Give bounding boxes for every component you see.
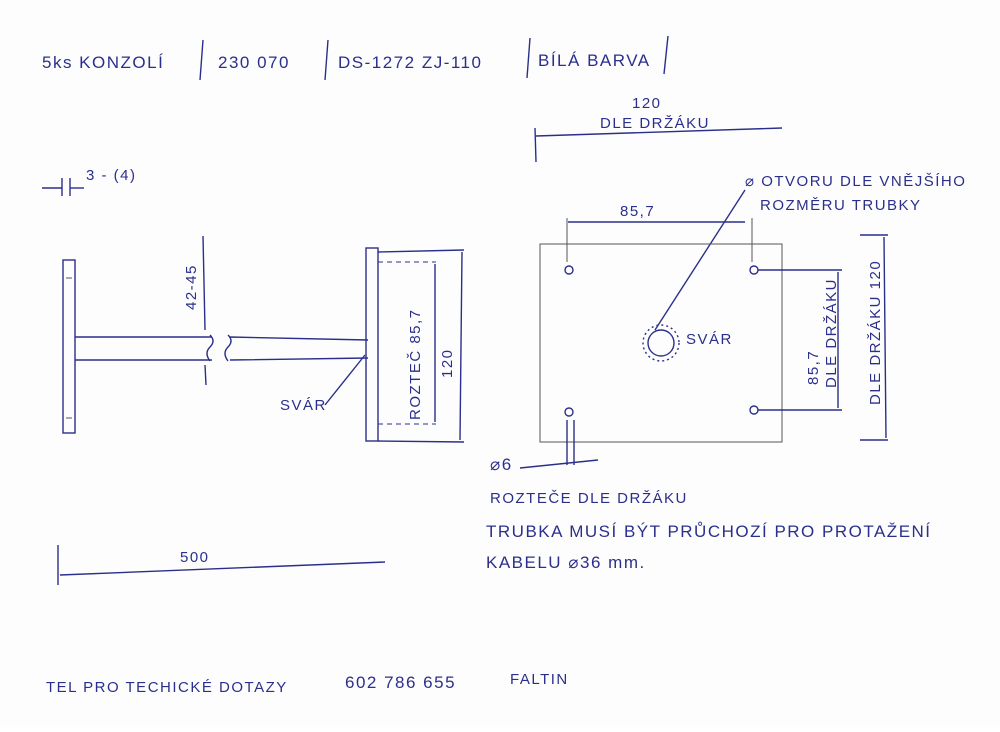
mounting-hole bbox=[749, 265, 759, 275]
center-hole bbox=[647, 329, 675, 357]
divider bbox=[663, 35, 669, 75]
hole-spacing-v-label: 85,7 bbox=[805, 350, 822, 385]
header: 5ks KONZOLÍ 230 070 DS-1272 ZJ-110 BÍLÁ … bbox=[42, 35, 669, 81]
divider bbox=[324, 39, 329, 81]
hole-spacing-label: ROZTEČ 85,7 bbox=[407, 308, 424, 420]
header-code: 230 070 bbox=[218, 53, 290, 72]
header-quantity: 5ks KONZOLÍ bbox=[42, 53, 164, 72]
hole-note-line2: ROZMĚRU TRUBKY bbox=[760, 197, 922, 214]
footer: TEL PRO TECHICKÉ DOTAZY 602 786 655 FALT… bbox=[46, 671, 569, 696]
note-line-3: KABELU ⌀36 mm. bbox=[486, 553, 646, 572]
weld-label: SVÁR bbox=[280, 397, 327, 414]
plate-width-note: DLE DRŽÁKU bbox=[600, 115, 710, 132]
divider bbox=[199, 39, 204, 81]
divider bbox=[526, 37, 531, 79]
mounting-hole bbox=[564, 265, 574, 275]
footer-phone: 602 786 655 bbox=[345, 673, 456, 692]
hole-spacing-h-label: 85,7 bbox=[620, 203, 655, 220]
note-line-2: TRUBKA MUSÍ BÝT PRŮCHOZÍ PRO PROTAŽENÍ bbox=[486, 522, 932, 541]
left-plate bbox=[62, 259, 76, 434]
header-color: BÍLÁ BARVA bbox=[538, 51, 651, 70]
side-view: 3 - (4) 42-45 ROZTEČ 85,7 120 SVÁR 500 bbox=[42, 167, 465, 585]
hole-diameter-label: ⌀6 bbox=[490, 455, 513, 474]
mounting-hole bbox=[564, 407, 574, 417]
hole-spacing-v-note: DLE DRŽÁKU bbox=[823, 278, 840, 388]
mounting-hole bbox=[749, 405, 759, 415]
weld-label-plate: SVÁR bbox=[686, 331, 733, 348]
hole-note-line1: ⌀ OTVORU DLE VNĚJŠÍHO bbox=[745, 173, 966, 190]
plate-height-note: DLE DRŽÁKU 120 bbox=[867, 260, 884, 405]
plate-width-label: 120 bbox=[632, 95, 662, 112]
right-plate bbox=[365, 247, 379, 442]
footer-name: FALTIN bbox=[510, 671, 569, 688]
notes: ROZTEČE DLE DRŽÁKU TRUBKA MUSÍ BÝT PRŮCH… bbox=[486, 490, 932, 572]
tube-diameter-label: 42-45 bbox=[183, 264, 200, 310]
footer-label: TEL PRO TECHICKÉ DOTAZY bbox=[46, 679, 288, 696]
note-line-1: ROZTEČE DLE DRŽÁKU bbox=[490, 490, 688, 507]
plate-height-label: 120 bbox=[439, 348, 456, 378]
tube bbox=[75, 334, 369, 362]
plate-view: 120 DLE DRŽÁKU ⌀ OTVORU DLE VNĚJŠÍHO ROZ… bbox=[490, 95, 966, 474]
weld-ring bbox=[642, 324, 680, 362]
plate-thickness-label: 3 - (4) bbox=[86, 167, 137, 184]
mounting-plate bbox=[539, 243, 783, 443]
header-model: DS-1272 ZJ-110 bbox=[338, 53, 482, 72]
length-label: 500 bbox=[180, 549, 210, 566]
